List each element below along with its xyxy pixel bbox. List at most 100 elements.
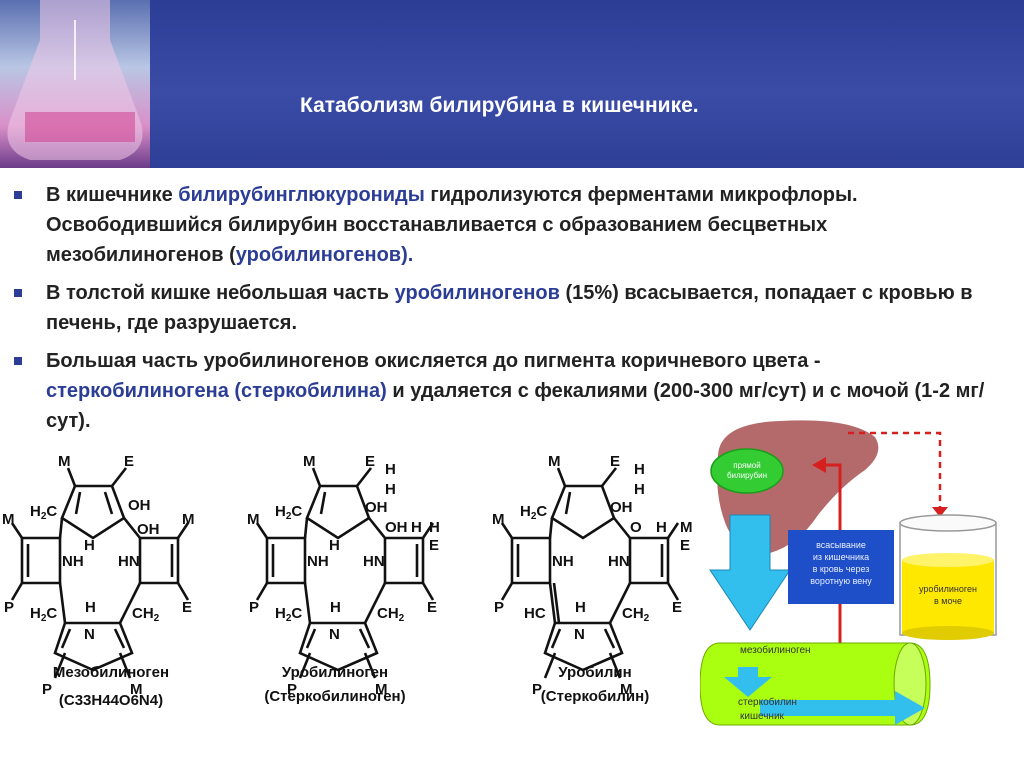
svg-text:H2C: H2C [30, 605, 57, 624]
svg-text:M: M [620, 681, 633, 698]
svg-text:H2C: H2C [520, 503, 547, 522]
bullet-item: В толстой кишке небольшая часть уробилин… [14, 278, 1004, 338]
formula-caption-urobilinogen: Уробилиноген [281, 664, 389, 681]
svg-text:NH: NH [552, 553, 574, 570]
svg-text:E: E [610, 453, 620, 470]
svg-text:M: M [2, 511, 15, 528]
svg-text:M: M [58, 453, 71, 470]
blue-arrow-inside [724, 667, 772, 697]
bullet-list: В кишечнике билирубинглюкурониды гидроли… [14, 180, 1004, 444]
blue-arrow-right [760, 691, 925, 725]
svg-text:H: H [656, 519, 667, 536]
svg-text:H2C: H2C [275, 605, 302, 624]
svg-text:H: H [385, 461, 396, 478]
bullet-marker-icon [14, 357, 22, 365]
formula-caption-mezobilinogen: Мезобилиноген [52, 664, 170, 681]
svg-text:E: E [680, 537, 690, 554]
svg-text:HN: HN [608, 553, 630, 570]
svg-text:OH: OH [128, 497, 151, 514]
bullet-text: В толстой кишке небольшая часть уробилин… [46, 282, 973, 334]
svg-text:E: E [365, 453, 375, 470]
svg-text:P: P [4, 599, 14, 616]
svg-text:P: P [42, 681, 52, 698]
blue-arrow-down [709, 514, 791, 631]
svg-text:P: P [249, 599, 259, 616]
svg-text:M: M [492, 511, 505, 528]
bullet-item: Большая часть уробилиногенов окисляется … [14, 346, 1004, 436]
scheme-diagram [699, 420, 997, 726]
flask-photo [0, 0, 150, 168]
svg-text:E: E [182, 599, 192, 616]
svg-text:M: M [303, 453, 316, 470]
red-arrowhead-urine [932, 507, 948, 517]
svg-text:P: P [287, 681, 297, 698]
svg-text:M: M [375, 681, 388, 698]
svg-text:NH: NH [307, 553, 329, 570]
header-separator [0, 168, 1024, 172]
svg-text:H: H [330, 599, 341, 616]
urine-beaker [899, 514, 997, 640]
svg-text:OH: OH [365, 499, 388, 516]
bullet-marker-icon [14, 191, 22, 199]
bilirubin-oval [710, 448, 784, 494]
red-arrowhead-liver [812, 457, 826, 473]
svg-text:P: P [532, 681, 542, 698]
svg-text:H: H [411, 519, 422, 536]
svg-text:M: M [247, 511, 260, 528]
slide-header: Катаболизм билирубина в кишечнике. [0, 0, 1024, 168]
svg-text:CH2: CH2 [622, 605, 650, 624]
svg-text:HN: HN [363, 553, 385, 570]
svg-text:HC: HC [524, 605, 546, 622]
svg-text:N: N [329, 626, 340, 643]
svg-text:H: H [575, 599, 586, 616]
bullet-item: В кишечнике билирубинглюкурониды гидроли… [14, 180, 1004, 270]
formula-subcaption-urobilin: (Стеркобилин) [540, 688, 650, 705]
svg-text:E: E [124, 453, 134, 470]
svg-text:OH: OH [610, 499, 633, 516]
svg-text:H: H [84, 537, 95, 554]
svg-text:E: E [672, 599, 682, 616]
intestine-sterco-label: стеркобилин [738, 697, 797, 708]
intestine-mezo-label: мезобилиноген [740, 645, 811, 656]
svg-text:H: H [634, 481, 645, 498]
svg-text:H2C: H2C [30, 503, 57, 522]
svg-text:M: M [680, 519, 693, 536]
formula-subcaption-mezobilinogen: (C33H44O6N4) [58, 692, 164, 709]
svg-text:H2C: H2C [275, 503, 302, 522]
bullet-text: Большая часть уробилиногенов окисляется … [46, 350, 985, 432]
absorb-box [788, 530, 894, 604]
svg-text:NH: NH [62, 553, 84, 570]
svg-text:M: M [548, 453, 561, 470]
svg-text:H: H [85, 599, 96, 616]
svg-text:H: H [634, 461, 645, 478]
svg-text:M: M [182, 511, 195, 528]
svg-text:OH: OH [385, 519, 408, 536]
slide-title: Катаболизм билирубина в кишечнике. [300, 94, 699, 117]
svg-text:OH: OH [137, 521, 160, 538]
svg-text:H: H [329, 537, 340, 554]
svg-text:O: O [630, 519, 642, 536]
svg-text:E: E [427, 599, 437, 616]
svg-text:P: P [494, 599, 504, 616]
bullet-text: В кишечнике билирубинглюкурониды гидроли… [46, 184, 858, 266]
intestine-label: кишечник [740, 711, 784, 722]
svg-text:H: H [385, 481, 396, 498]
svg-text:M: M [130, 681, 143, 698]
formula-caption-urobilin: Уробилин [558, 664, 632, 681]
svg-text:N: N [84, 626, 95, 643]
formula-subcaption-urobilinogen: (Стеркобилиноген) [264, 688, 406, 705]
svg-text:HN: HN [118, 553, 140, 570]
flask-icon [7, 0, 143, 160]
svg-text:H: H [429, 519, 440, 536]
bullet-marker-icon [14, 289, 22, 297]
